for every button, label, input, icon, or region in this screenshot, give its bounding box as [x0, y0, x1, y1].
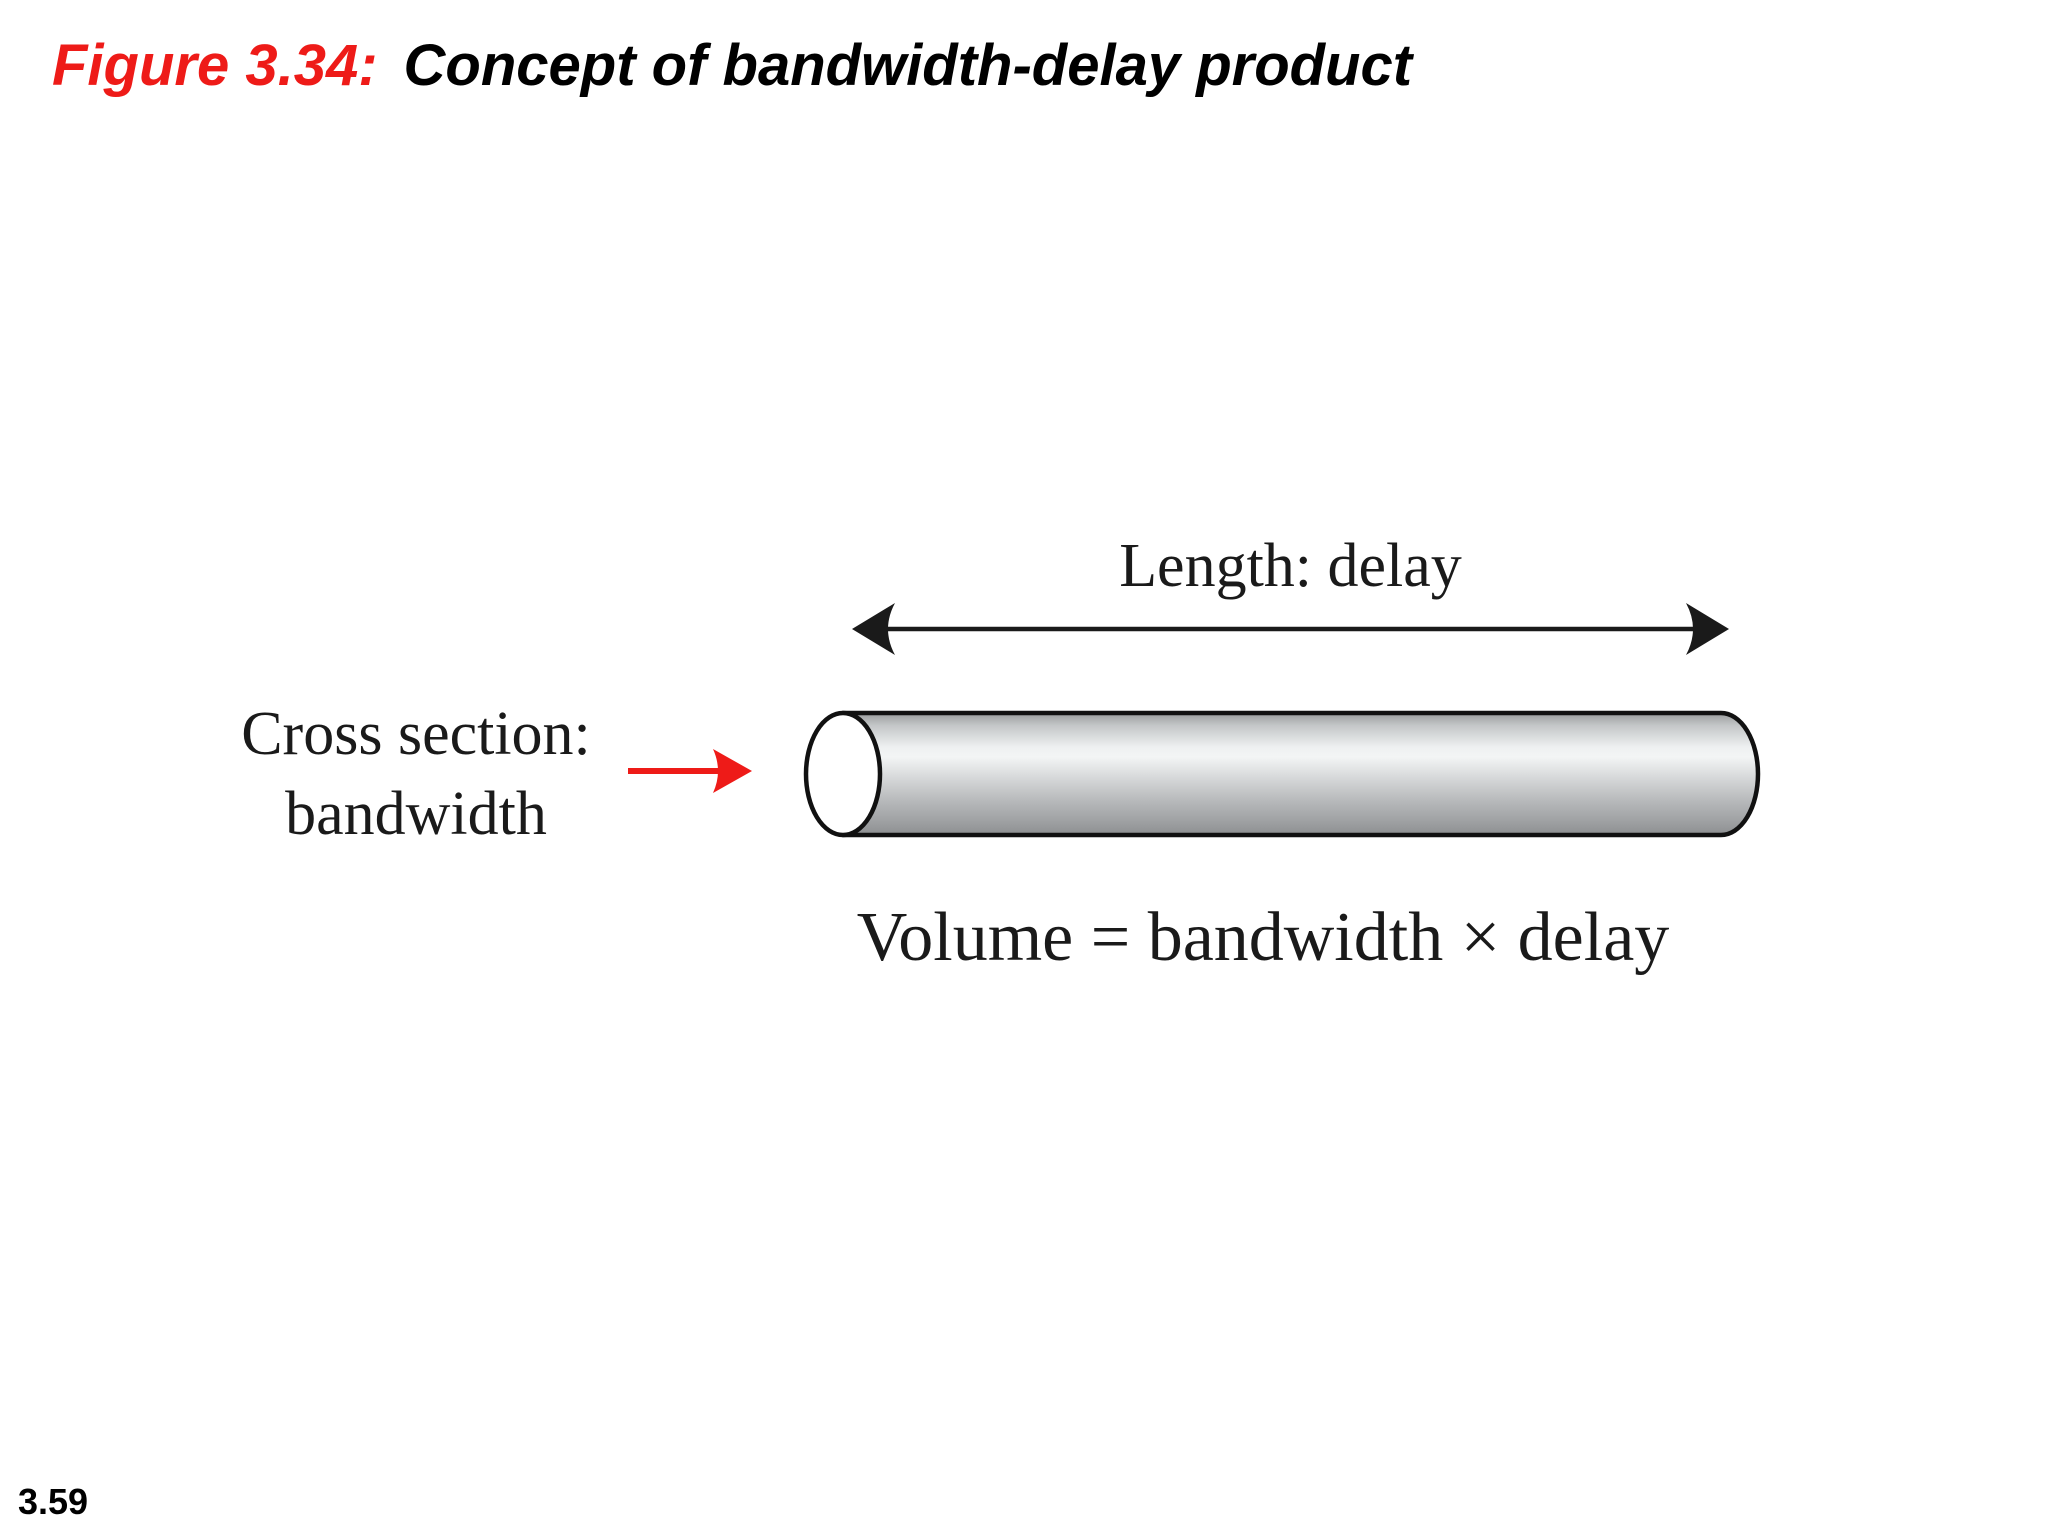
- cylinder-body: [840, 710, 1761, 838]
- volume-formula-label: Volume = bandwidth × delay: [856, 899, 1670, 976]
- red-arrow-head-icon: [713, 749, 752, 793]
- cross-section-label-line1: Cross section:: [241, 700, 591, 768]
- length-delay-label: Length: delay: [1119, 532, 1462, 600]
- page-number: 3.59: [18, 1481, 89, 1522]
- cross-section-label: Cross section: bandwidth: [116, 694, 716, 854]
- cross-section-label-line2: bandwidth: [285, 780, 547, 848]
- length-arrow: [852, 603, 1729, 655]
- length-arrow-left-head-icon: [852, 603, 895, 655]
- length-arrow-right-head-icon: [1686, 603, 1729, 655]
- cylinder-cross-section-face: [803, 710, 883, 838]
- figure-number-label: Figure 3.34:: [52, 33, 378, 98]
- pipe-cylinder: [803, 710, 1761, 838]
- slide-title: Figure 3.34: Concept of bandwidth-delay p…: [52, 34, 1412, 98]
- cross-section-pointer-arrow: [628, 749, 752, 793]
- figure-caption: Concept of bandwidth-delay product: [403, 33, 1413, 98]
